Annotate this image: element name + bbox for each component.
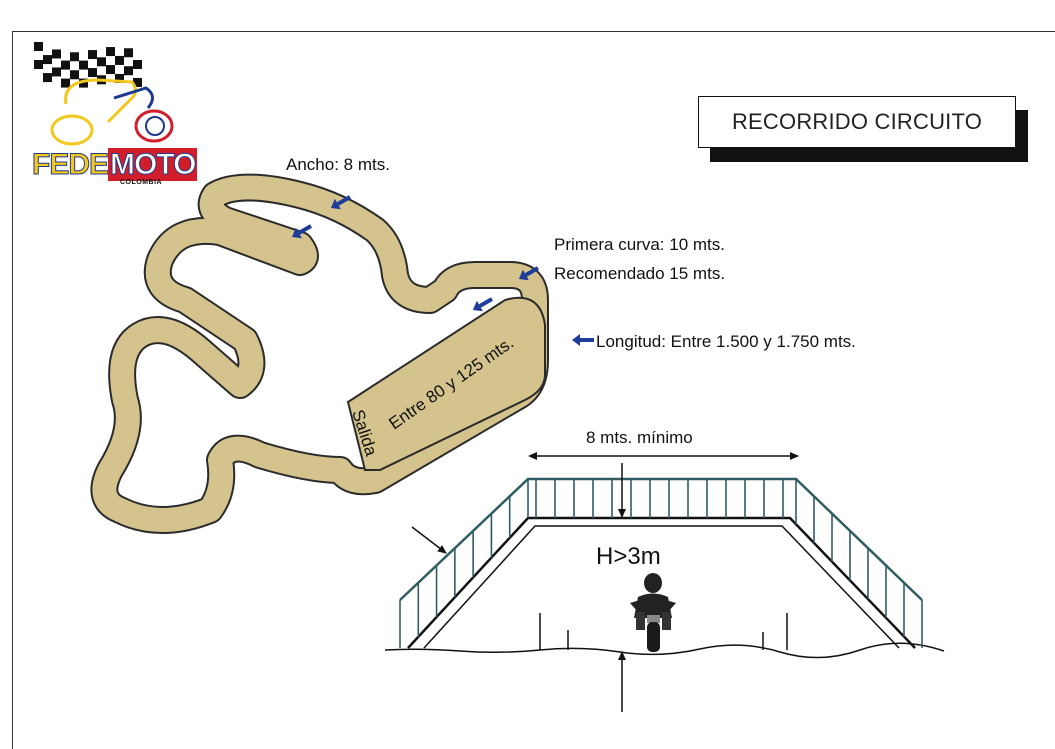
logo-brand-part1: FEDE — [31, 148, 109, 181]
flag-square — [115, 73, 124, 83]
ramp-pointer-arrow — [411, 526, 447, 554]
width-arrow-upper — [330, 195, 351, 210]
ground-stakes — [539, 613, 788, 650]
logo-brand-part2: MOTO — [108, 148, 198, 181]
flag-square — [43, 55, 52, 65]
flag-square — [34, 42, 43, 51]
width-label: Ancho: 8 mts. — [286, 155, 390, 174]
bridge-width-label: 8 mts. mínimo — [586, 428, 693, 447]
flag-square — [88, 68, 97, 78]
flag-square — [43, 73, 52, 83]
flag-square — [52, 67, 61, 77]
flag-square — [106, 65, 115, 75]
ground-line — [384, 642, 945, 659]
railing-top — [399, 477, 923, 601]
railing-posts — [399, 479, 923, 648]
indicator-arrows — [291, 195, 594, 346]
flag-square — [124, 48, 133, 58]
bridge-deck-outer — [407, 516, 916, 649]
race-track — [90, 173, 549, 534]
flag-square — [70, 52, 79, 62]
logo-brand: FEDEMOTO — [31, 148, 198, 181]
flag-square — [79, 60, 88, 70]
flag-square — [106, 47, 115, 57]
flag-square — [70, 70, 79, 80]
fedemoto-logo: FEDEMOTO COLOMBIA — [28, 36, 210, 186]
flag-square — [61, 78, 70, 88]
track-surface — [92, 175, 547, 532]
flag-square — [88, 50, 97, 60]
bridge-deck-inner — [423, 525, 900, 649]
first-curve-arrow-outer — [518, 266, 539, 281]
flag-square — [34, 60, 43, 69]
logo-subtitle: COLOMBIA — [120, 179, 163, 186]
flag-square — [133, 59, 142, 69]
checkered-flag-icon — [34, 42, 174, 146]
flag-square — [52, 49, 61, 59]
bridge-height-label: H>3m — [596, 543, 661, 570]
flag-square — [61, 60, 70, 70]
flag-square — [115, 55, 124, 65]
width-arrow-lower — [291, 224, 312, 239]
length-label: Longitud: Entre 1.500 y 1.750 mts. — [596, 332, 856, 351]
recommended-label: Recomendado 15 mts. — [554, 264, 725, 283]
flag-square — [133, 77, 142, 87]
flag-square — [79, 78, 88, 88]
first-curve-label: Primera curva: 10 mts. — [554, 235, 725, 254]
start-straight — [346, 296, 546, 471]
diagram-title: RECORRIDO CIRCUITO — [698, 96, 1016, 148]
flag-square — [97, 57, 106, 67]
bridge: 8 mts. mínimo H>3m — [384, 428, 945, 712]
length-arrow — [572, 334, 594, 346]
diagram-title-text: RECORRIDO CIRCUITO — [731, 109, 983, 134]
flag-square — [124, 66, 133, 76]
page-frame — [12, 31, 1055, 749]
first-curve-arrow-inner — [472, 297, 493, 312]
motorcycle-rider-icon — [630, 573, 676, 652]
